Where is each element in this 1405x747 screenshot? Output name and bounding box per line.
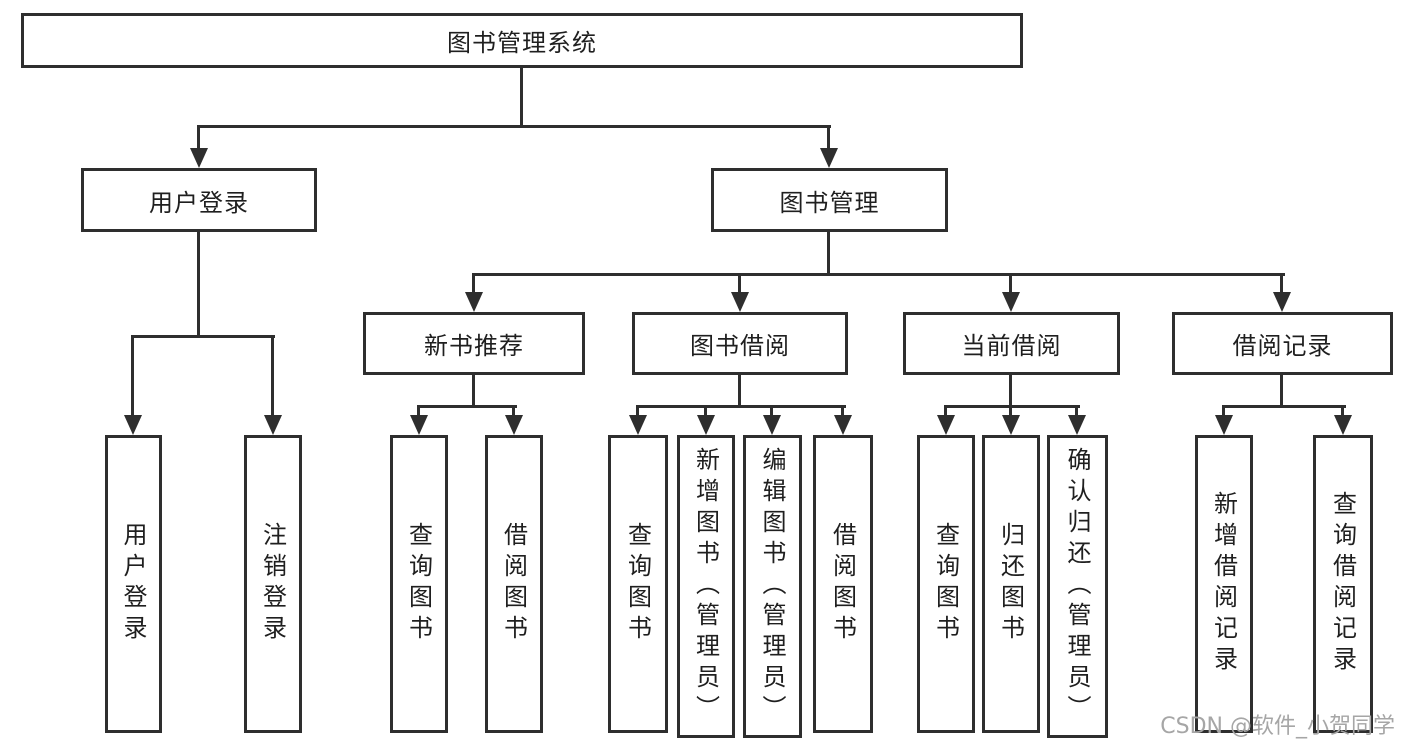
leaf-logout: 注销登录 [244, 435, 302, 733]
arrow-to-user-login [190, 125, 208, 168]
leaf-borrow-books-newbook: 借阅图书 [485, 435, 543, 733]
csdn-watermark: CSDN @软件_小贺同学 [1160, 714, 1395, 739]
node-borrow-records: 借阅记录 [1172, 312, 1393, 375]
connector-new-book-branch [417, 405, 517, 408]
leaf-return-book-label: 归还图书 [996, 522, 1025, 646]
arrow-to-borrow-books-2 [834, 405, 852, 435]
node-user-login: 用户登录 [81, 168, 317, 232]
arrow-to-add-book [697, 405, 715, 435]
connector-current-borrow-stem [1009, 375, 1012, 408]
leaf-add-borrow-record: 新增借阅记录 [1195, 435, 1253, 733]
arrow-to-book-management [820, 125, 838, 168]
connector-root-branch [197, 125, 831, 128]
leaf-query-books-borrow: 查询图书 [608, 435, 668, 733]
leaf-user-login: 用户登录 [105, 435, 162, 733]
node-new-book-recommend-label: 新书推荐 [424, 332, 524, 360]
connector-current-borrow-branch [944, 405, 1080, 408]
leaf-add-book-admin-label: 新增图书（管理员） [691, 447, 720, 726]
node-book-management: 图书管理 [711, 168, 948, 232]
leaf-query-books-newbook: 查询图书 [390, 435, 448, 733]
connector-new-book-stem [472, 375, 475, 408]
arrow-to-book-borrow [731, 273, 749, 312]
connector-user-login-stem [197, 232, 200, 335]
node-book-management-label: 图书管理 [779, 188, 880, 217]
node-book-borrow-label: 图书借阅 [690, 332, 790, 360]
leaf-borrow-books-borrow: 借阅图书 [813, 435, 873, 733]
arrow-to-confirm-return [1068, 405, 1086, 435]
connector-root-stem [520, 68, 523, 125]
node-user-login-label: 用户登录 [149, 188, 249, 217]
connector-book-management-stem [827, 232, 830, 276]
leaf-logout-label: 注销登录 [258, 522, 287, 646]
arrow-to-return-book [1002, 405, 1020, 435]
leaf-borrow-books-borrow-label: 借阅图书 [828, 522, 857, 646]
node-new-book-recommend: 新书推荐 [363, 312, 585, 375]
arrow-to-add-borrow-record [1215, 405, 1233, 435]
arrow-to-query-borrow-record [1334, 405, 1352, 435]
node-borrow-records-label: 借阅记录 [1232, 332, 1333, 360]
arrow-to-query-books-2 [629, 405, 647, 435]
leaf-user-login-label: 用户登录 [119, 522, 147, 646]
arrow-to-borrow-books-1 [505, 405, 523, 435]
node-current-borrow: 当前借阅 [903, 312, 1120, 375]
connector-book-borrow-branch [636, 405, 846, 408]
leaf-add-book-admin: 新增图书（管理员） [677, 435, 735, 738]
node-root: 图书管理系统 [21, 13, 1023, 68]
leaf-confirm-return-admin-label: 确认归还（管理员） [1063, 447, 1091, 726]
connector-borrow-records-stem [1280, 375, 1283, 408]
leaf-return-book: 归还图书 [982, 435, 1040, 733]
leaf-query-books-borrow-label: 查询图书 [623, 522, 652, 646]
leaf-query-books-current-label: 查询图书 [931, 522, 960, 646]
arrow-to-current-borrow [1002, 273, 1020, 312]
arrow-to-query-books-1 [410, 405, 428, 435]
node-current-borrow-label: 当前借阅 [961, 332, 1062, 360]
connector-book-management-branch [472, 273, 1285, 276]
leaf-borrow-books-newbook-label: 借阅图书 [499, 522, 528, 646]
leaf-query-books-current: 查询图书 [917, 435, 975, 733]
leaf-query-books-newbook-label: 查询图书 [404, 522, 433, 646]
arrow-to-leaf-logout [264, 335, 282, 435]
connector-borrow-records-branch [1222, 405, 1346, 408]
connector-user-login-branch [131, 335, 275, 338]
arrow-to-new-book-recommend [465, 273, 483, 312]
leaf-edit-book-admin: 编辑图书（管理员） [743, 435, 802, 738]
connector-book-borrow-stem [738, 375, 741, 408]
leaf-add-borrow-record-label: 新增借阅记录 [1209, 491, 1238, 677]
leaf-confirm-return-admin: 确认归还（管理员） [1047, 435, 1108, 738]
leaf-query-borrow-record: 查询借阅记录 [1313, 435, 1373, 733]
arrow-to-borrow-records [1273, 273, 1291, 312]
arrow-to-leaf-user-login [124, 335, 142, 435]
node-book-borrow: 图书借阅 [632, 312, 848, 375]
leaf-query-borrow-record-label: 查询借阅记录 [1328, 491, 1357, 677]
arrow-to-query-books-3 [937, 405, 955, 435]
node-root-label: 图书管理系统 [447, 29, 597, 57]
leaf-edit-book-admin-label: 编辑图书（管理员） [758, 447, 786, 726]
arrow-to-edit-book [763, 405, 781, 435]
